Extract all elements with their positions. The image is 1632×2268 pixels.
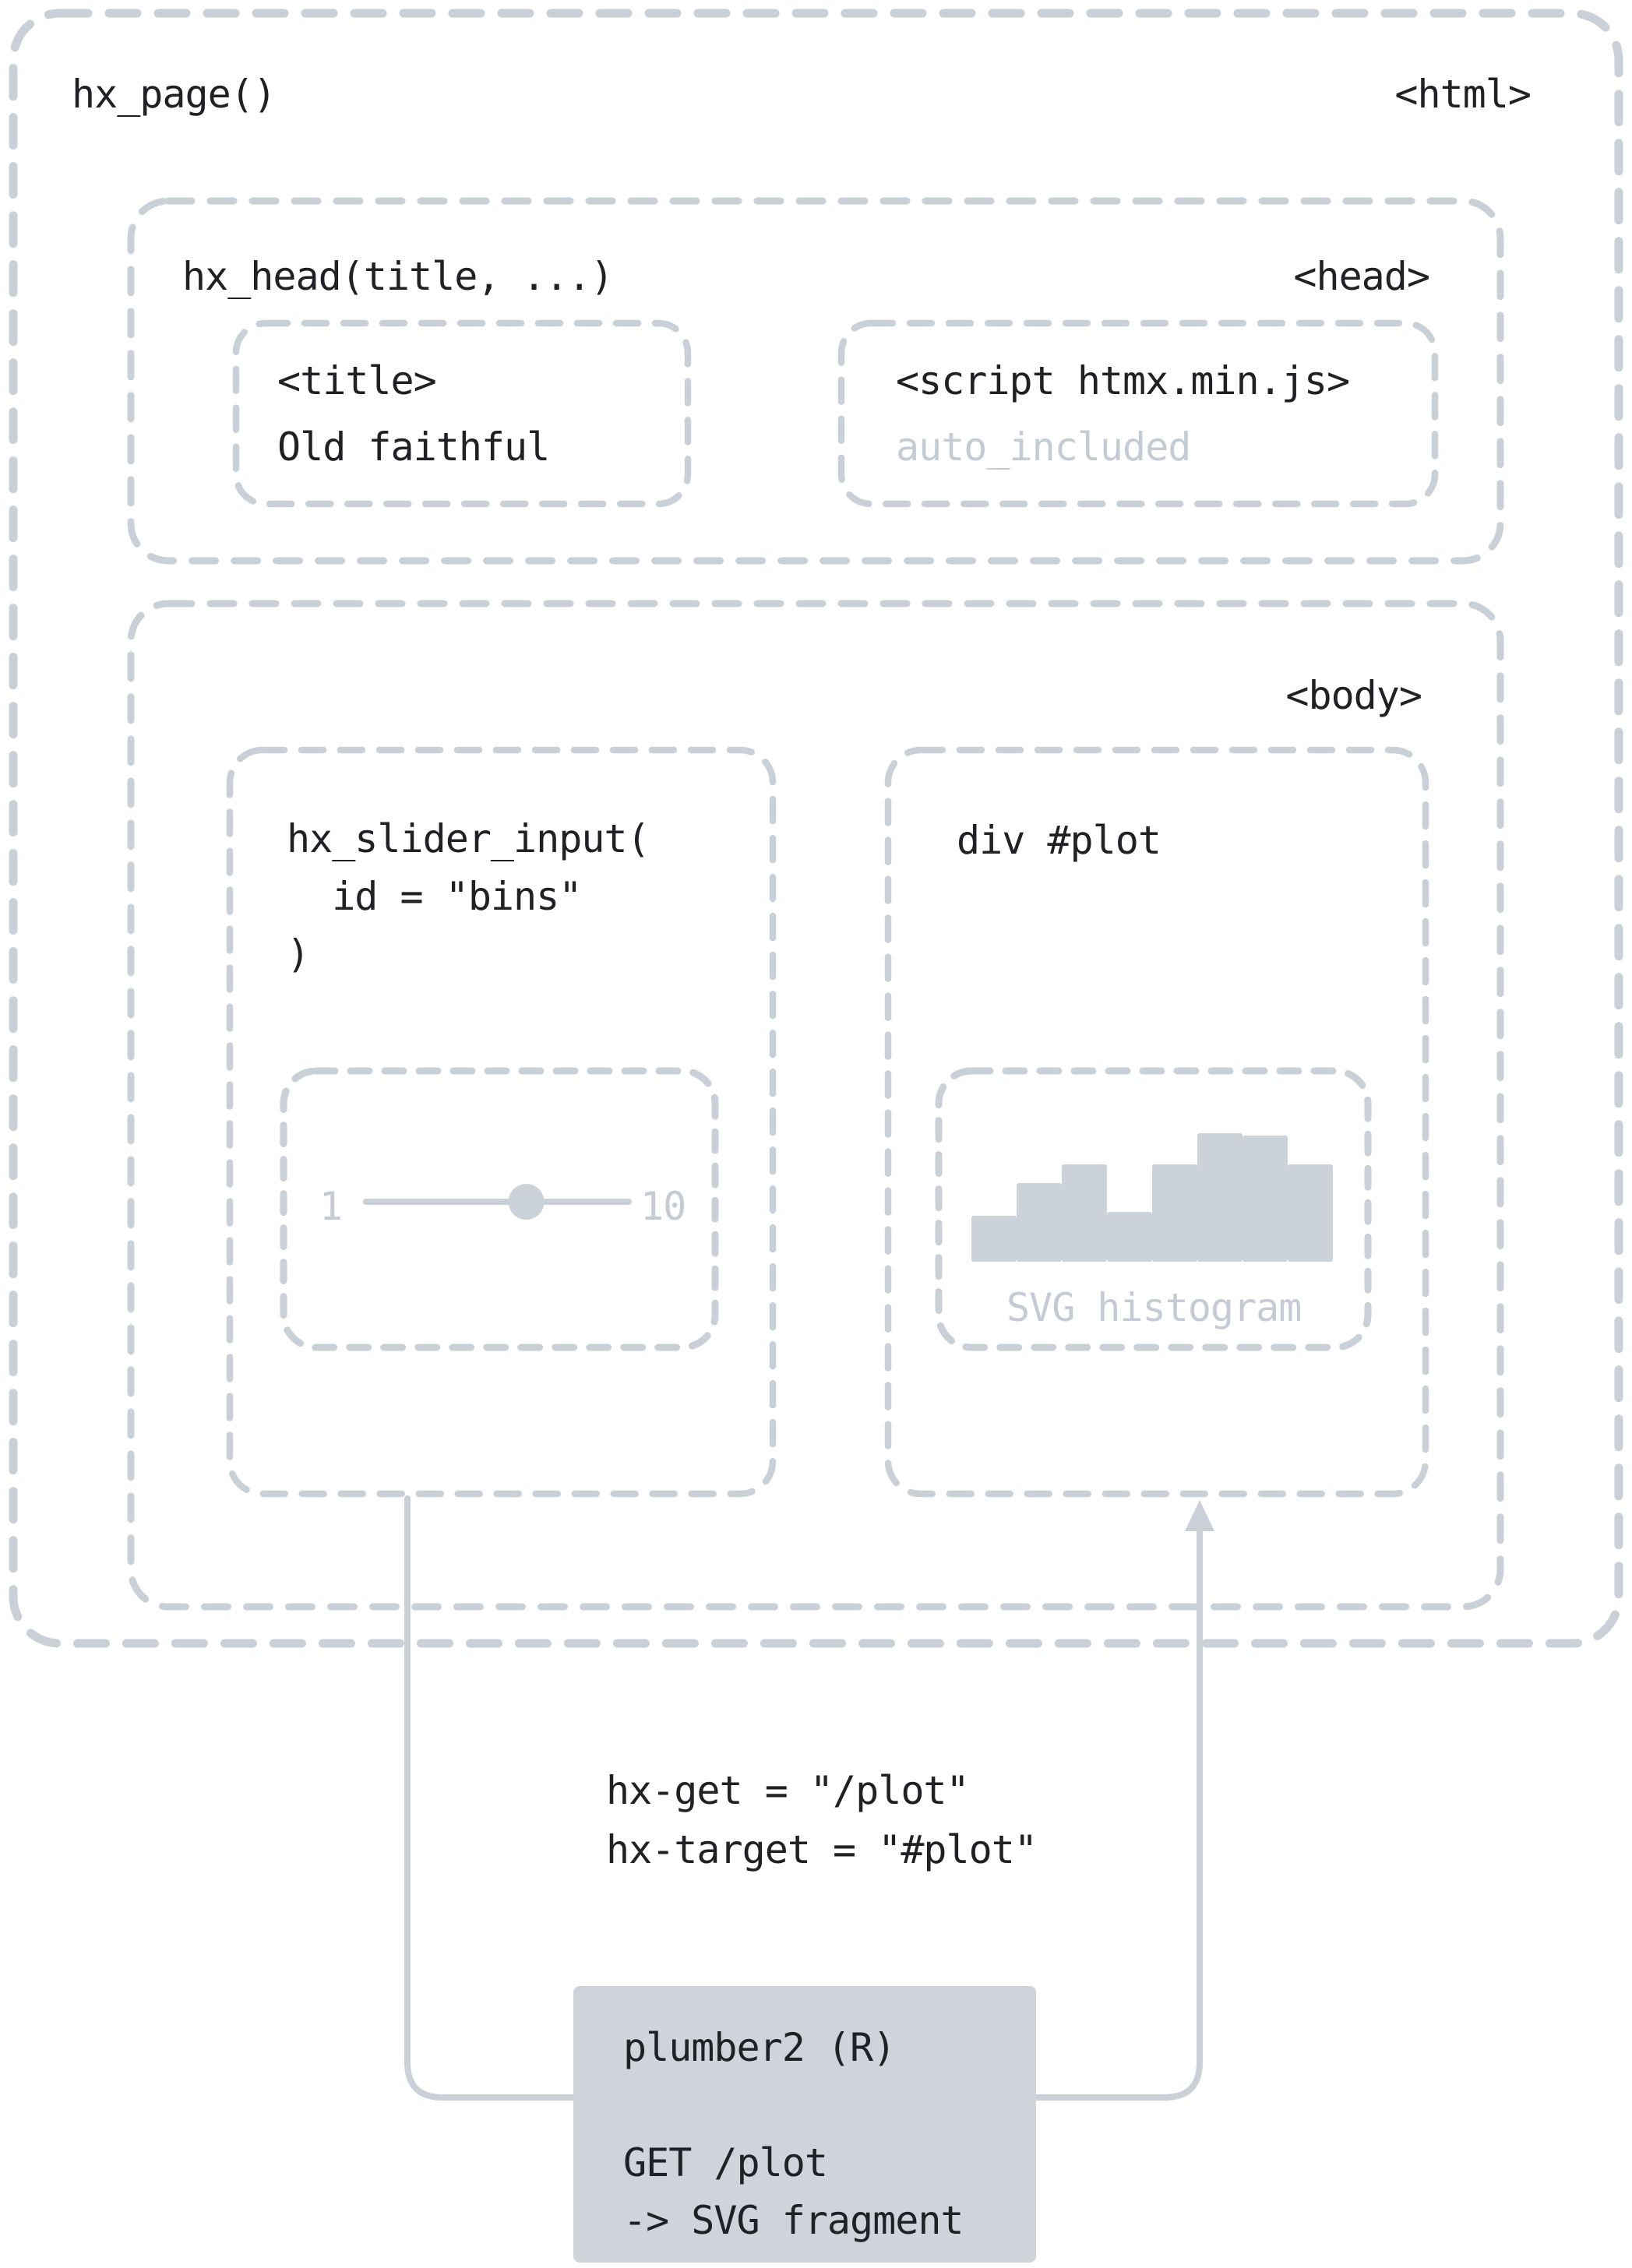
title-value-label: Old faithful xyxy=(277,424,550,470)
server-box-bg xyxy=(573,1986,1036,2263)
hx-target-attr-label: hx-target = "#plot" xyxy=(606,1827,1038,1872)
histogram-bar xyxy=(1152,1164,1197,1262)
html-box-border xyxy=(9,9,1623,1648)
script-tag-label: <script htmx.min.js> xyxy=(896,358,1350,403)
slider-knob xyxy=(508,1184,545,1220)
request-flow-arrowhead xyxy=(1185,1500,1214,1531)
server-response-label: -> SVG fragment xyxy=(623,2198,964,2243)
server-title-label: plumber2 (R) xyxy=(623,2025,896,2070)
histogram-bar xyxy=(971,1216,1017,1262)
head-tag-label: <head> xyxy=(1293,254,1430,299)
html-tag-label: <html> xyxy=(1394,72,1532,117)
plot-div-label: div #plot xyxy=(957,818,1161,863)
histogram-bar xyxy=(1197,1133,1243,1262)
slider-min-label: 1 xyxy=(319,1184,343,1229)
slider-widget-border xyxy=(280,1067,719,1351)
script-box-border xyxy=(837,319,1439,508)
plot-box-border xyxy=(884,746,1429,1498)
histogram-bar xyxy=(1243,1136,1288,1262)
histogram-caption: SVG histogram xyxy=(1006,1285,1302,1330)
head-box-border xyxy=(127,197,1504,565)
histogram-bar xyxy=(1288,1164,1333,1262)
histogram-bar xyxy=(1107,1212,1152,1262)
script-note-label: auto_included xyxy=(896,424,1191,470)
histogram-bar xyxy=(1062,1164,1107,1262)
slider-fn-line3: ) xyxy=(287,932,310,977)
histogram-widget-border xyxy=(935,1067,1372,1351)
slider-input-box-border xyxy=(226,746,777,1498)
hx-get-attr-label: hx-get = "/plot" xyxy=(606,1768,970,1813)
slider-max-label: 10 xyxy=(640,1184,686,1229)
slider-fn-line1: hx_slider_input( xyxy=(287,816,650,861)
server-route-label: GET /plot xyxy=(623,2140,828,2185)
head-fn-label: hx_head(title, ...) xyxy=(182,254,614,299)
page-fn-label: hx_page() xyxy=(72,72,277,117)
title-tag-label: <title> xyxy=(277,358,437,403)
slider-fn-line2: id = "bins" xyxy=(287,874,582,919)
body-tag-label: <body> xyxy=(1285,673,1422,718)
histogram-bars xyxy=(971,1133,1333,1262)
histogram-bar xyxy=(1017,1183,1062,1262)
body-box-border xyxy=(127,600,1504,1611)
title-box-border xyxy=(232,319,692,508)
